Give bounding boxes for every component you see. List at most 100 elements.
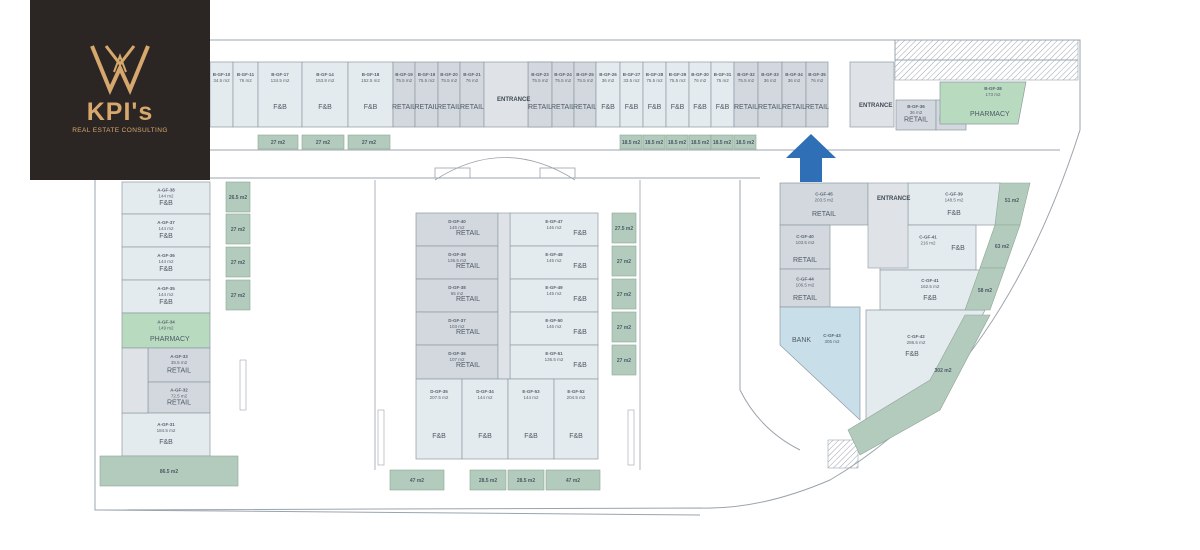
terrace-area: 18.5 m2 xyxy=(736,140,755,146)
unit-shape xyxy=(121,279,211,314)
unit-area: 65 m2 xyxy=(451,291,464,296)
unit-type: RETAIL xyxy=(573,104,597,111)
unit-shape xyxy=(121,246,211,281)
entrance-top-right-block xyxy=(849,61,895,128)
terrace-area: 18.5 m2 xyxy=(645,140,664,146)
logo-brand-text: KPI's xyxy=(86,98,154,126)
unit-type: RETAIL xyxy=(734,104,758,111)
terrace: 27.5 m2 xyxy=(611,212,637,244)
unit-id: E-GF-47 xyxy=(545,219,563,224)
terrace-shape xyxy=(611,245,637,277)
unit-area: 36 m2 xyxy=(910,110,923,115)
terrace: 27 m2 xyxy=(611,278,637,310)
terrace-area: 18.5 m2 xyxy=(713,140,732,146)
terrace-area: 27 m2 xyxy=(231,293,245,299)
unit-area: 305 m2 xyxy=(824,339,840,344)
unit-id: B-GF-27 xyxy=(623,72,641,77)
unit-id: B-GF-30 xyxy=(691,72,709,77)
unit-id: B-GF-36 xyxy=(907,104,925,109)
unit-type: RETAIL xyxy=(456,362,480,369)
stair-ladders xyxy=(239,359,635,466)
center-corridor xyxy=(497,212,511,380)
unit-type: F&B xyxy=(947,210,961,217)
terrace-shape xyxy=(225,279,251,311)
terrace: 302 m2 xyxy=(847,314,991,456)
entrance-c-block xyxy=(867,182,909,269)
center-arches xyxy=(374,157,641,470)
unit-type: RETAIL xyxy=(392,104,416,111)
unit-area: 184.5 m2 xyxy=(157,428,176,433)
terrace-area: 27 m2 xyxy=(617,325,631,331)
unit-area: 35.5 m2 xyxy=(171,360,188,365)
unit-shape xyxy=(509,344,599,380)
unit-id: B-GF-14 xyxy=(316,72,334,77)
unit-type: F&B xyxy=(364,104,378,111)
label-layer: ENTRANCE ENTRANCE ENTRANCE PHARMACY PHAR… xyxy=(150,97,1010,344)
unit-id: C-GF-45 xyxy=(815,192,833,197)
unit-area: 75.5 m2 xyxy=(418,78,435,83)
unit-area: 36 m2 xyxy=(764,78,777,83)
unit-id: A-GF-31 xyxy=(157,422,175,427)
unit-type: F&B xyxy=(573,296,587,303)
unit-area: 107 m2 xyxy=(449,357,465,362)
unit-area: 75.5 m2 xyxy=(441,78,458,83)
terrace: 18.5 m2 xyxy=(665,134,689,150)
terrace-area: 58 m2 xyxy=(978,288,992,294)
unit-area: 145 m2 xyxy=(449,225,465,230)
terrace-shape xyxy=(611,278,637,310)
terrace: 86.5 m2 xyxy=(99,455,239,487)
